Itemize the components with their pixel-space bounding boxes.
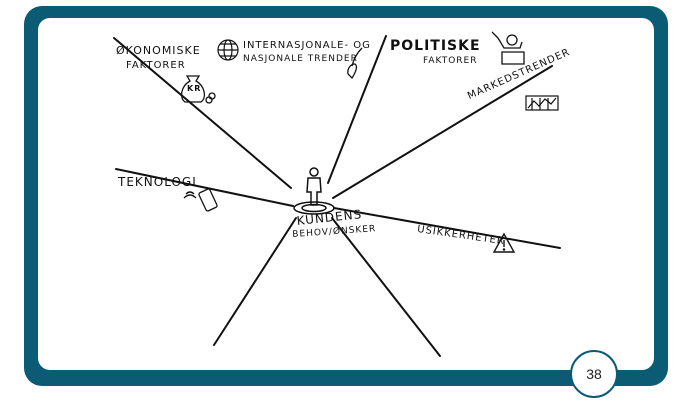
- label-international: INTERNASJONALE- OG: [243, 40, 371, 51]
- money-bag-text: KR: [187, 84, 201, 93]
- slide-canvas: ØKONOMISKE FAKTORER KR INTERNASJONALE- O…: [38, 18, 654, 370]
- line-bottom-left: [214, 218, 296, 345]
- label-international-2: NASJONALE TRENDER: [243, 54, 358, 64]
- line-bottom-right: [332, 218, 440, 356]
- label-technology: TEKNOLOGI: [118, 175, 197, 189]
- globe-icon: [218, 40, 238, 60]
- person-on-target-icon: [294, 168, 334, 214]
- label-political: POLITISKE: [390, 38, 481, 54]
- label-economic: ØKONOMISKE: [116, 44, 201, 57]
- page-number-badge: 38: [570, 350, 618, 398]
- trend-chart-icon: [526, 96, 558, 110]
- label-economic-2: FAKTORER: [126, 60, 186, 71]
- smartphone-icon: [184, 188, 218, 211]
- politician-icon: [492, 32, 524, 64]
- label-political-2: FAKTORER: [423, 56, 478, 66]
